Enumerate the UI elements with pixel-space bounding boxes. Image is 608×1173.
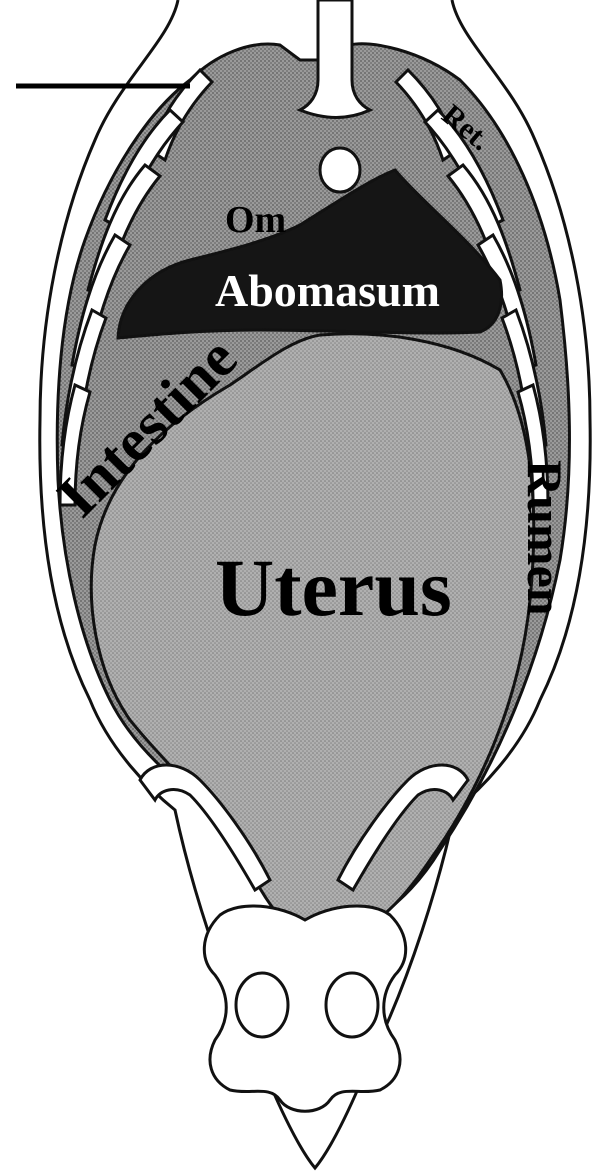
label-omasum: Om bbox=[225, 199, 286, 241]
label-rumen: Rumen bbox=[517, 460, 573, 616]
xiphoid-cartilage bbox=[320, 148, 360, 192]
label-abomasum: Abomasum bbox=[215, 265, 440, 316]
label-uterus: Uterus bbox=[215, 542, 452, 633]
